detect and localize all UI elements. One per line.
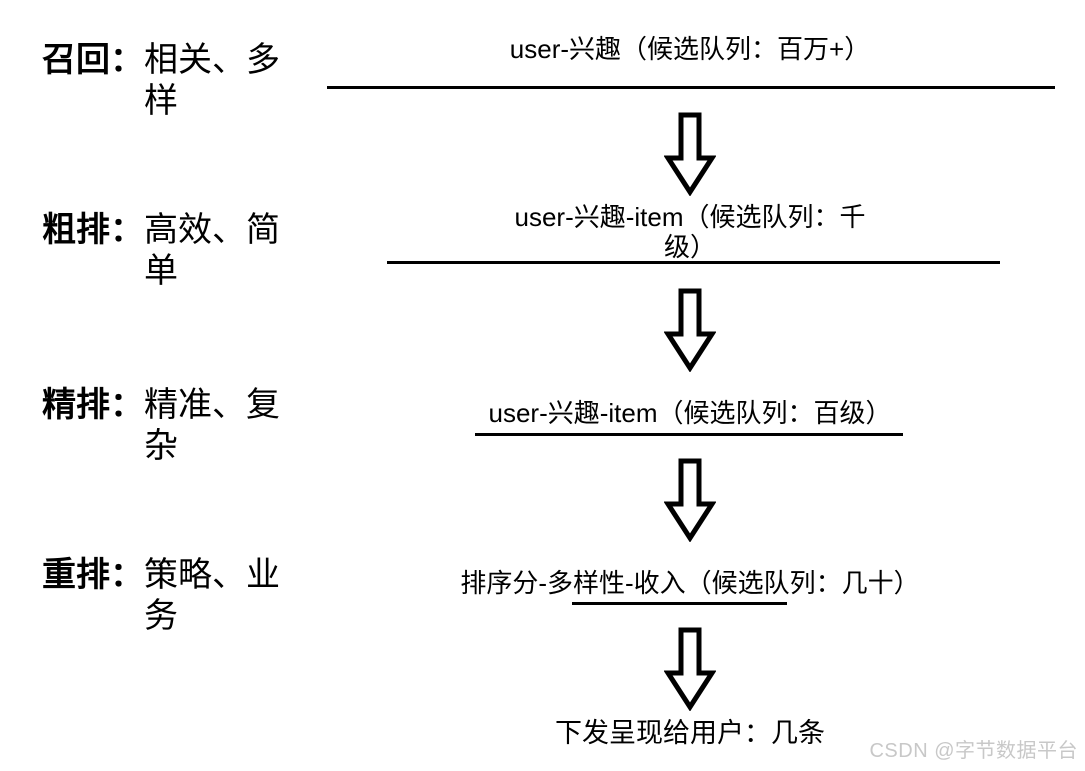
flow-step-text: user-兴趣-item（候选队列：千 xyxy=(514,202,866,232)
stage-name: 粗排： xyxy=(42,211,144,249)
stage-label-coarse-rank: 粗排：高效、简单 xyxy=(42,210,280,292)
flow-step-text: user-兴趣-item（候选队列：百级） xyxy=(488,398,892,428)
flow-step-text: 排序分-多样性-收入（候选队列：几十） xyxy=(460,568,920,598)
stage-traits: 策略、业务 xyxy=(144,556,280,635)
stage-label-re-rank: 重排：策略、业务 xyxy=(42,555,280,637)
stage-name: 重排： xyxy=(42,556,144,594)
flow-divider xyxy=(572,602,787,605)
stage-name: 召回： xyxy=(42,41,144,79)
final-output-text: 下发呈现给用户：几条 xyxy=(555,718,825,748)
down-arrow-icon xyxy=(664,288,716,372)
flow-divider xyxy=(475,433,903,436)
flow-step-fine-rank: user-兴趣-item（候选队列：百级） xyxy=(340,398,1040,428)
flow-step-coarse-rank: user-兴趣-item（候选队列：千 级） xyxy=(340,202,1040,262)
flow-step-text: 级） xyxy=(663,232,716,262)
stage-label-fine-rank: 精排：精准、复杂 xyxy=(42,385,280,467)
flow-step-re-rank: 排序分-多样性-收入（候选队列：几十） xyxy=(340,568,1040,598)
watermark: CSDN @字节数据平台 xyxy=(869,740,1078,762)
stage-traits: 高效、简单 xyxy=(144,211,280,290)
flow-divider xyxy=(387,261,1000,264)
flow-step-recall: user-兴趣（候选队列：百万+） xyxy=(340,34,1040,64)
stage-traits: 相关、多样 xyxy=(144,41,280,120)
stage-traits: 精准、复杂 xyxy=(144,386,280,465)
down-arrow-icon xyxy=(664,112,716,196)
flow-divider xyxy=(327,86,1055,89)
down-arrow-icon xyxy=(664,458,716,542)
stage-name: 精排： xyxy=(42,386,144,424)
down-arrow-icon xyxy=(664,627,716,711)
stage-label-recall: 召回：相关、多样 xyxy=(42,40,280,122)
flow-step-text: user-兴趣（候选队列：百万+） xyxy=(509,34,871,64)
